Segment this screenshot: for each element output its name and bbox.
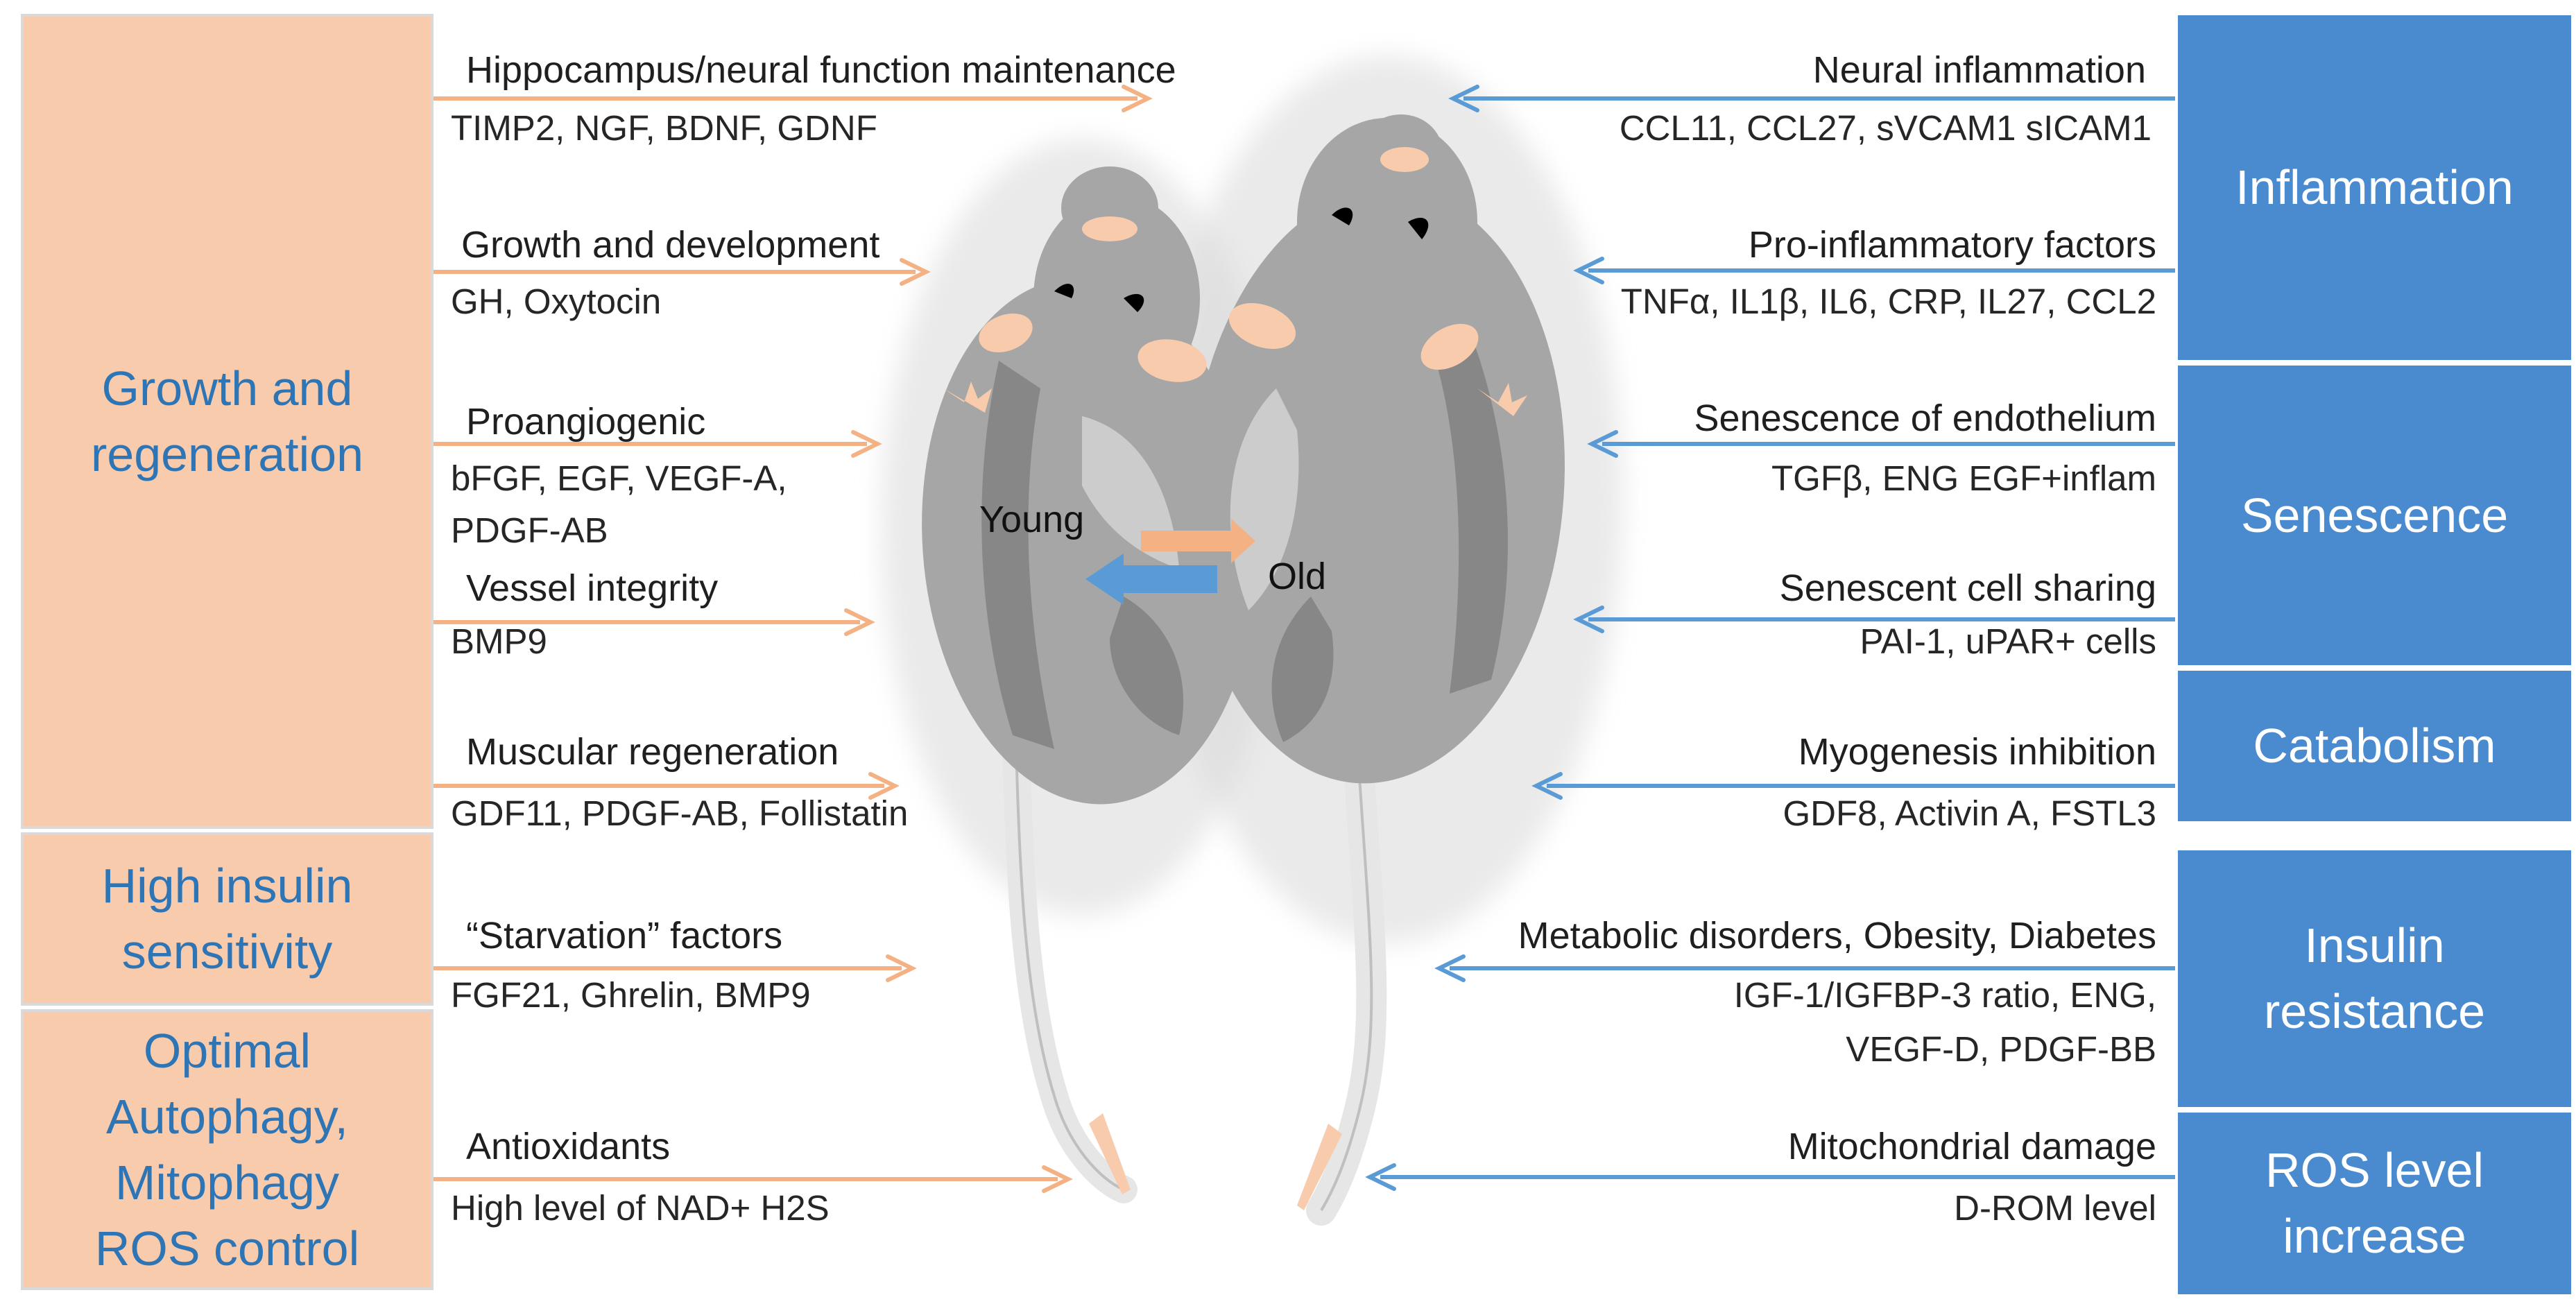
right-factor-heading: Pro-inflammatory factors: [1748, 224, 2156, 266]
category-senescence: Senescence: [2175, 363, 2574, 668]
left-factor-heading: Growth and development: [461, 224, 880, 266]
category-growth-regeneration: Growth and regeneration: [21, 14, 433, 829]
right-factor-detail: IGF-1/IGFBP-3 ratio, ENG,: [1733, 975, 2156, 1015]
right-factor-heading: Metabolic disorders, Obesity, Diabetes: [1518, 915, 2156, 956]
right-factor-heading: Neural inflammation: [1812, 49, 2146, 91]
category-line: Catabolism: [2253, 719, 2496, 773]
right-factor-detail: CCL11, CCL27, sVCAM1 sICAM1: [1619, 108, 2152, 148]
right-factor-detail: TGFβ, ENG EGF+inflam: [1771, 458, 2156, 498]
old-mouse: [1188, 114, 1565, 784]
right-factor-detail: VEGF-D, PDGF-BB: [1846, 1029, 2156, 1069]
category-ros-level-increase: ROS level increase: [2175, 1110, 2574, 1297]
young-mouse: [922, 166, 1256, 805]
category-line: Optimal: [143, 1023, 311, 1078]
category-line: ROS control: [94, 1221, 360, 1276]
right-factor-heading: Myogenesis inhibition: [1798, 731, 2156, 773]
category-line: increase: [2283, 1209, 2466, 1263]
category-inflammation: Inflammation: [2175, 12, 2574, 363]
left-factor-detail: High level of NAD+ H2S: [451, 1188, 830, 1228]
left-factor-detail: GH, Oxytocin: [451, 282, 662, 321]
old-label: Old: [1268, 556, 1327, 597]
right-factor-detail: PAI-1, uPAR+ cells: [1860, 621, 2156, 661]
right-factor-detail: GDF8, Activin A, FSTL3: [1783, 793, 2156, 833]
right-factor-detail: TNFα, IL1β, IL6, CRP, IL27, CCL2: [1620, 282, 2156, 321]
left-factor-heading: Proangiogenic: [466, 401, 706, 443]
left-factor-heading: Hippocampus/neural function maintenance: [466, 49, 1176, 91]
category-line: regeneration: [90, 427, 364, 481]
left-factor-detail: BMP9: [451, 621, 547, 661]
category-line: Mitophagy: [115, 1155, 339, 1210]
category-catabolism: Catabolism: [2175, 668, 2574, 824]
right-factor-detail: D-ROM level: [1954, 1188, 2156, 1228]
left-factor-heading: “Starvation” factors: [466, 915, 783, 956]
old-to-young-arrow: [1085, 553, 1217, 605]
young-label: Young: [979, 499, 1085, 540]
category-insulin-resistance: Insulin resistance: [2175, 848, 2574, 1110]
left-factor-heading: Antioxidants: [466, 1126, 671, 1167]
category-line: High insulin: [101, 859, 353, 913]
category-high-insulin-sensitivity: High insulin sensitivity: [21, 832, 433, 1006]
left-factor-detail: FGF21, Ghrelin, BMP9: [451, 975, 811, 1015]
right-factor-heading: Senescent cell sharing: [1779, 567, 2156, 609]
category-line: resistance: [2263, 984, 2486, 1038]
category-line: Inflammation: [2235, 160, 2514, 214]
left-factor-heading: Vessel integrity: [466, 567, 719, 609]
young-to-old-arrow: [1141, 519, 1255, 563]
category-line: sensitivity: [121, 925, 333, 979]
category-line: Autophagy,: [106, 1089, 348, 1144]
category-line: Insulin: [2304, 918, 2445, 972]
left-factor-detail: bFGF, EGF, VEGF-A,: [451, 458, 787, 498]
category-line: Senescence: [2240, 488, 2509, 542]
left-factor-detail: TIMP2, NGF, BDNF, GDNF: [451, 108, 877, 148]
category-line: ROS level: [2265, 1143, 2484, 1197]
right-factor-heading: Mitochondrial damage: [1787, 1126, 2156, 1167]
left-factor-detail: GDF11, PDGF-AB, Follistatin: [451, 793, 909, 833]
category-line: Growth and: [101, 361, 353, 415]
left-factor-heading: Muscular regeneration: [466, 731, 839, 773]
right-factor-heading: Senescence of endothelium: [1694, 397, 2156, 439]
left-factor-detail: PDGF-AB: [451, 510, 608, 550]
